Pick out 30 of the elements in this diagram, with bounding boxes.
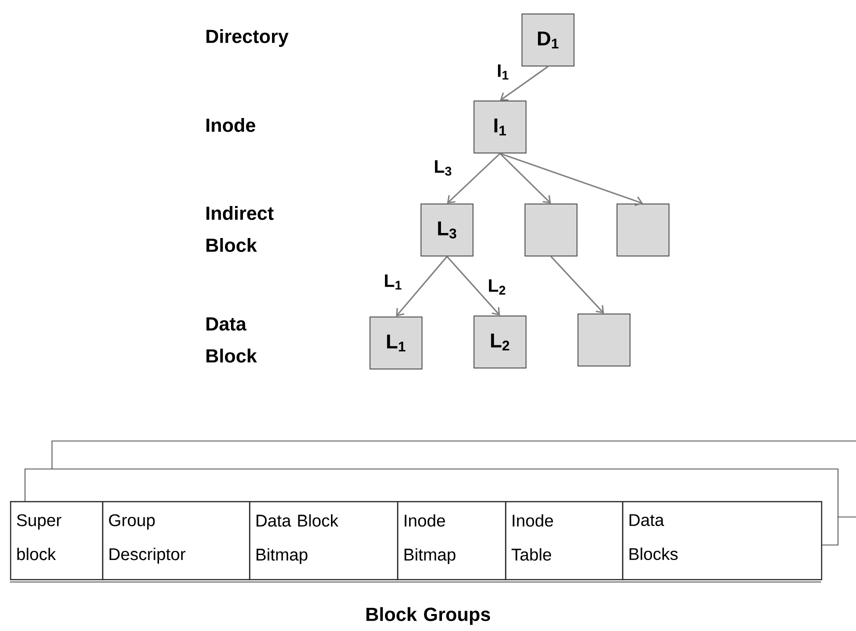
edge-label: L$_{1}$ (382, 273, 404, 291)
table-cell: Data Block Bitmap (249, 501, 398, 580)
edge-label: L$_{3}$ (432, 159, 454, 177)
table-cell: Inode Table (505, 501, 624, 580)
table-cell: Inode Bitmap (397, 501, 506, 580)
arrow (550, 256, 604, 314)
level-label: Data Block (206, 317, 257, 363)
arrow (500, 152, 643, 206)
arrow (447, 152, 500, 204)
table-cell: Group Descriptor (102, 501, 250, 580)
level-label: Inode (206, 118, 256, 132)
block-box: L$_{1}$ (370, 316, 422, 370)
block-box (616, 204, 670, 256)
arrow (500, 66, 548, 101)
arrow (500, 153, 551, 204)
block-box: L$_{2}$ (474, 316, 526, 368)
block-box (578, 314, 630, 366)
block-box (524, 204, 578, 256)
edge-label: L$_{2}$ (486, 278, 508, 296)
arrow (396, 256, 448, 316)
block-box: L$_{3}$ (420, 204, 474, 256)
level-label: Directory (206, 29, 289, 47)
arrow (446, 256, 500, 316)
level-label: Indirect Block (206, 206, 274, 252)
block-box: I$_{1}$ (474, 100, 526, 154)
table-cell: Super block (10, 501, 104, 580)
table-cell: Data Blocks (622, 501, 822, 580)
edge-label: I$_{1}$ (496, 63, 510, 81)
level-label: Block Groups (366, 607, 490, 625)
block-box: D$_{1}$ (522, 14, 574, 66)
